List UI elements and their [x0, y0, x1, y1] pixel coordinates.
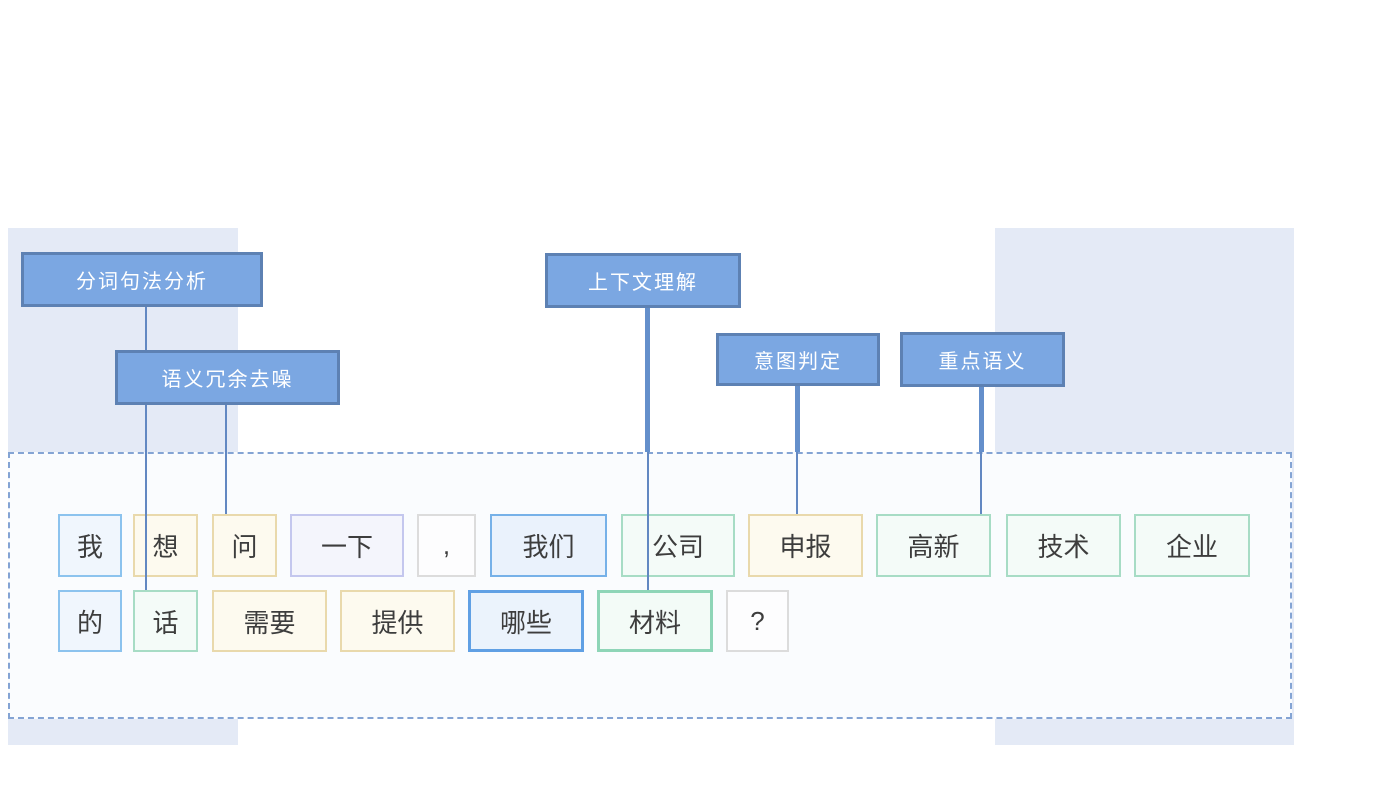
token-box: 哪些	[468, 590, 584, 652]
stage-key-semantics: 重点语义	[900, 332, 1065, 387]
stage-context-understanding: 上下文理解	[545, 253, 741, 308]
token-box: 提供	[340, 590, 455, 652]
token-box: ,	[417, 514, 476, 577]
token-box: 我们	[490, 514, 607, 577]
token-box: 话	[133, 590, 198, 652]
token-box: 想	[133, 514, 198, 577]
connector-denoise-to-hua	[145, 405, 147, 590]
stage-word-segmentation-syntax: 分词句法分析	[21, 252, 263, 307]
token-box: 一下	[290, 514, 404, 577]
sentence-dashed-region	[8, 452, 1292, 719]
token-box: ?	[726, 590, 789, 652]
token-box: 的	[58, 590, 122, 652]
token-box: 企业	[1134, 514, 1250, 577]
connector-keysem-to-gaoxin	[980, 452, 982, 514]
token-box: 公司	[621, 514, 735, 577]
token-box: 高新	[876, 514, 991, 577]
token-box: 技术	[1006, 514, 1121, 577]
connector-keysem-upper	[979, 387, 984, 452]
token-box: 需要	[212, 590, 327, 652]
token-box: 我	[58, 514, 122, 577]
token-box: 申报	[748, 514, 863, 577]
connector-context-to-cailiao	[647, 452, 649, 590]
connector-denoise-to-wen	[225, 405, 227, 514]
token-box: 材料	[597, 590, 713, 652]
stage-intent-detection: 意图判定	[716, 333, 880, 386]
connector-segmentation-to-denoise	[145, 307, 147, 350]
stage-semantic-redundancy-denoise: 语义冗余去噪	[115, 350, 340, 405]
connector-intent-to-shenbao	[796, 452, 798, 514]
connector-context-upper	[645, 308, 650, 452]
connector-intent-upper	[795, 386, 800, 452]
token-box: 问	[212, 514, 277, 577]
